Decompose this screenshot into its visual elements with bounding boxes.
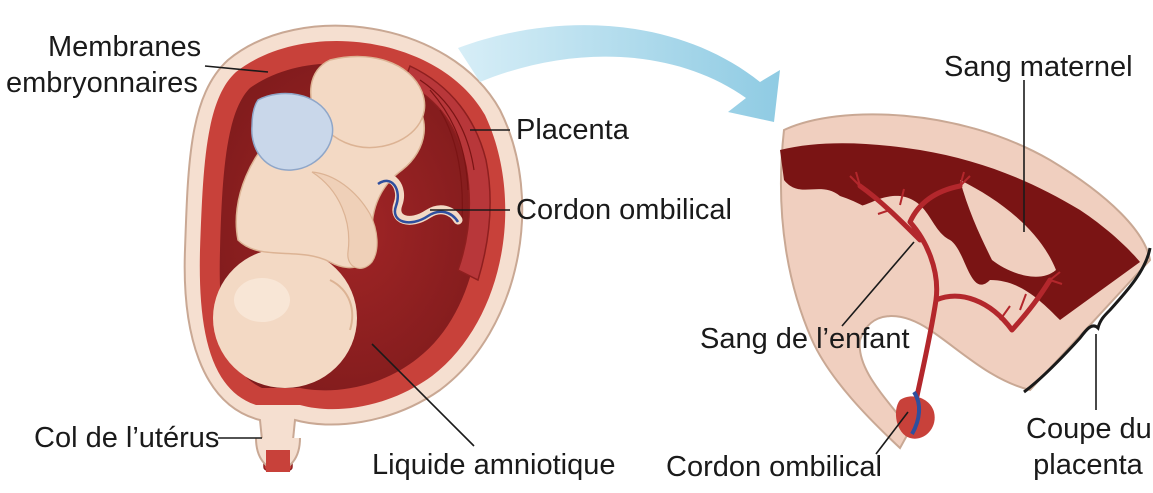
label-sang-maternel: Sang maternel [944,50,1133,84]
fetus-head-highlight [234,278,290,322]
label-cordon-ombilical-right: Cordon ombilical [516,193,732,227]
label-cordon-ombilical-bottom: Cordon ombilical [666,450,882,484]
fetus-head [213,248,357,388]
label-liquide-amniotique: Liquide amniotique [372,448,615,482]
uterus-illustration [185,26,523,472]
label-sang-enfant: Sang de l’enfant [700,322,910,356]
label-col-uterus: Col de l’utérus [34,421,219,455]
label-membranes-line1: Membranes [48,30,201,64]
label-coupe-line2: placenta [1026,448,1150,482]
zoom-arrow [458,25,780,122]
label-placenta: Placenta [516,113,629,147]
cervix-inner [266,450,290,472]
placenta-section [780,114,1150,448]
label-membranes-line2: embryonnaires [6,66,198,100]
label-coupe-line1: Coupe du [1026,412,1150,446]
